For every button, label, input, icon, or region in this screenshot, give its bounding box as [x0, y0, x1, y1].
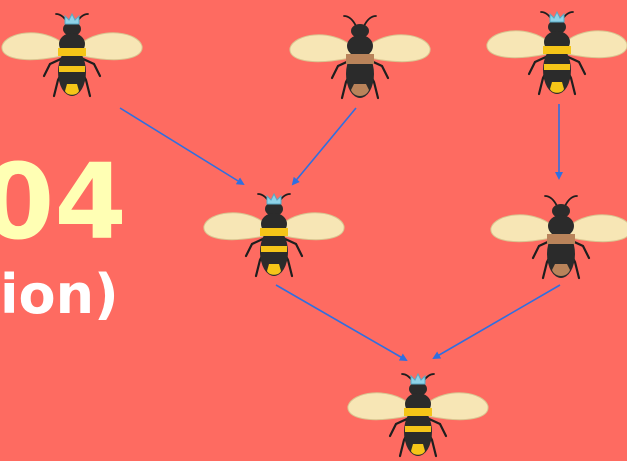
queen-bee-icon-parent-left: [2, 14, 142, 96]
queen-bee-icon-child-left: [204, 194, 344, 276]
queen-bee-icon-parent-right: [487, 12, 627, 94]
drone-bee-icon-child-right: [491, 196, 627, 278]
queen-bee-icon-grandchild: [348, 374, 488, 456]
arrow-drone-parent-middle-to-queen-child-left: [293, 108, 356, 184]
drone-bee-icon-parent-middle: [290, 16, 430, 98]
arrow-queen-child-left-to-queen-grandchild: [276, 285, 406, 360]
arrow-drone-child-right-to-queen-grandchild: [434, 285, 560, 358]
arrow-queen-parent-left-to-queen-child-left: [120, 108, 243, 184]
